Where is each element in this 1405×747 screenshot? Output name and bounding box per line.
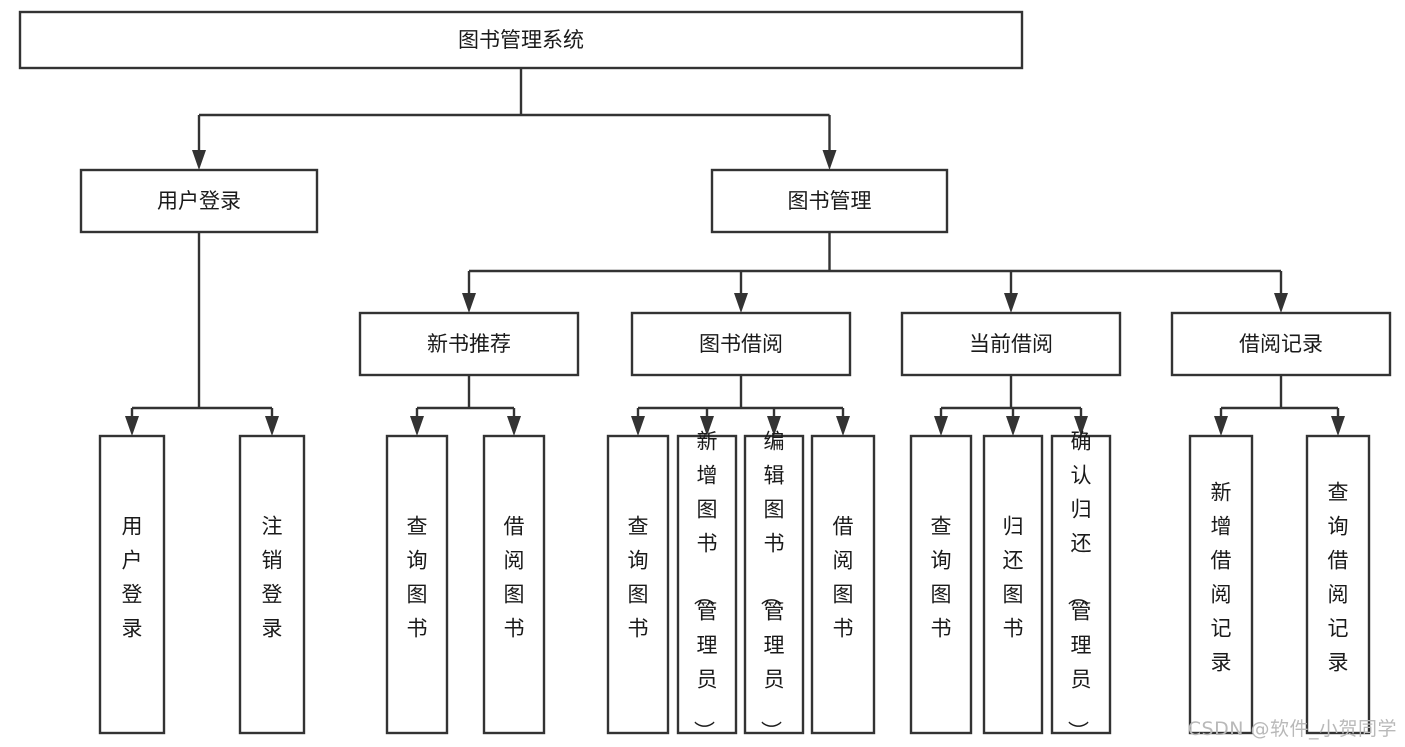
bookmanage-to-level2-arrow-3 — [1274, 293, 1288, 313]
node-boxes-group: 图书管理系统用户登录用户登录注销登录图书管理新书推荐查询图书借阅图书图书借阅查询… — [18, 10, 1392, 742]
node-new-book-recommend-to-leaves-arrow-0 — [410, 416, 424, 436]
root-to-level1-arrow-0 — [192, 150, 206, 170]
node-book-borrow-rect — [630, 311, 852, 377]
node-user-login-to-leaves-arrow-0 — [125, 416, 139, 436]
leaf-leaf-user-logout-label: 注销登录 — [262, 515, 283, 641]
leaf-leaf-query-book-3-rect — [909, 434, 973, 735]
node-book-borrow-to-leaves-arrow-1 — [700, 416, 714, 436]
leaf-leaf-query-record[interactable]: 查询借阅记录 — [1305, 434, 1371, 735]
node-borrow-records-label: 借阅记录 — [1239, 332, 1323, 356]
connector-lines-group — [125, 68, 1345, 436]
node-user-login-to-leaves-arrow-1 — [265, 416, 279, 436]
node-borrow-records-to-leaves-arrow-1 — [1331, 416, 1345, 436]
leaf-leaf-confirm-return[interactable]: 确认归还（管理员） — [1050, 430, 1112, 742]
node-book-borrow[interactable]: 图书借阅 — [630, 311, 852, 377]
node-current-borrow-to-leaves-arrow-2 — [1074, 416, 1088, 436]
node-current-borrow-to-leaves-arrow-0 — [934, 416, 948, 436]
node-book-borrow-to-leaves-arrow-3 — [836, 416, 850, 436]
leaf-leaf-return-book[interactable]: 归还图书 — [982, 434, 1044, 735]
leaf-leaf-add-record-label: 新增借阅记录 — [1211, 481, 1232, 675]
node-book-borrow-to-leaves-arrow-2 — [767, 416, 781, 436]
bookmanage-to-level2-arrow-0 — [462, 293, 476, 313]
leaf-leaf-user-login-rect — [98, 434, 166, 735]
leaf-leaf-borrow-book-1-rect — [482, 434, 546, 735]
node-new-book-recommend[interactable]: 新书推荐 — [358, 311, 580, 377]
leaf-leaf-query-book-2-label: 查询图书 — [628, 515, 649, 641]
node-user-login[interactable]: 用户登录 — [79, 168, 319, 234]
leaf-leaf-add-record-rect — [1188, 434, 1254, 735]
leaf-leaf-borrow-book-2-rect — [810, 434, 876, 735]
node-user-login-rect — [79, 168, 319, 234]
node-book-borrow-label: 图书借阅 — [699, 332, 783, 356]
leaf-leaf-query-book-1-label: 查询图书 — [407, 515, 428, 641]
node-root-rect — [18, 10, 1024, 70]
leaf-leaf-return-book-rect — [982, 434, 1044, 735]
node-new-book-recommend-label: 新书推荐 — [427, 332, 511, 356]
leaf-leaf-add-book[interactable]: 新增图书（管理员） — [676, 430, 738, 742]
node-current-borrow-rect — [900, 311, 1122, 377]
leaf-leaf-edit-book[interactable]: 编辑图书（管理员） — [743, 430, 805, 742]
node-new-book-recommend-rect — [358, 311, 580, 377]
node-current-borrow[interactable]: 当前借阅 — [900, 311, 1122, 377]
node-user-login-label: 用户登录 — [157, 189, 241, 213]
node-book-manage[interactable]: 图书管理 — [710, 168, 949, 234]
node-borrow-records[interactable]: 借阅记录 — [1170, 311, 1392, 377]
leaf-leaf-add-record[interactable]: 新增借阅记录 — [1188, 434, 1254, 735]
leaf-leaf-query-book-3-label: 查询图书 — [931, 515, 952, 641]
leaf-leaf-borrow-book-1[interactable]: 借阅图书 — [482, 434, 546, 735]
leaf-leaf-edit-book-label: 编辑图书（管理员） — [759, 430, 785, 742]
node-book-manage-label: 图书管理 — [788, 189, 872, 213]
leaf-leaf-query-book-3[interactable]: 查询图书 — [909, 434, 973, 735]
leaf-leaf-query-record-label: 查询借阅记录 — [1328, 481, 1349, 675]
leaf-leaf-confirm-return-rect — [1050, 434, 1112, 735]
leaf-leaf-user-login[interactable]: 用户登录 — [98, 434, 166, 735]
leaf-leaf-borrow-book-2[interactable]: 借阅图书 — [810, 434, 876, 735]
leaf-leaf-add-book-rect — [676, 434, 738, 735]
leaf-leaf-query-book-1-rect — [385, 434, 449, 735]
bookmanage-to-level2-arrow-2 — [1004, 293, 1018, 313]
node-current-borrow-label: 当前借阅 — [969, 332, 1053, 356]
node-root[interactable]: 图书管理系统 — [18, 10, 1024, 70]
node-new-book-recommend-to-leaves-arrow-1 — [507, 416, 521, 436]
leaf-leaf-borrow-book-1-label: 借阅图书 — [504, 515, 525, 641]
bookmanage-to-level2-arrow-1 — [734, 293, 748, 313]
leaf-leaf-add-book-label: 新增图书（管理员） — [692, 430, 718, 742]
leaf-leaf-query-book-2[interactable]: 查询图书 — [606, 434, 670, 735]
root-to-level1-arrow-1 — [822, 150, 837, 170]
node-current-borrow-to-leaves-arrow-1 — [1006, 416, 1020, 436]
leaf-leaf-query-book-2-rect — [606, 434, 670, 735]
node-book-manage-rect — [710, 168, 949, 234]
leaf-leaf-query-record-rect — [1305, 434, 1371, 735]
leaf-leaf-user-logout[interactable]: 注销登录 — [238, 434, 306, 735]
leaf-leaf-return-book-label: 归还图书 — [1003, 515, 1024, 641]
leaf-leaf-edit-book-rect — [743, 434, 805, 735]
leaf-leaf-confirm-return-label: 确认归还（管理员） — [1066, 430, 1092, 742]
leaf-leaf-user-logout-rect — [238, 434, 306, 735]
node-root-label: 图书管理系统 — [458, 28, 584, 52]
node-borrow-records-rect — [1170, 311, 1392, 377]
leaf-leaf-user-login-label: 用户登录 — [122, 515, 143, 641]
leaf-leaf-query-book-1[interactable]: 查询图书 — [385, 434, 449, 735]
node-book-borrow-to-leaves-arrow-0 — [631, 416, 645, 436]
node-borrow-records-to-leaves-arrow-0 — [1214, 416, 1228, 436]
leaf-leaf-borrow-book-2-label: 借阅图书 — [833, 515, 854, 641]
